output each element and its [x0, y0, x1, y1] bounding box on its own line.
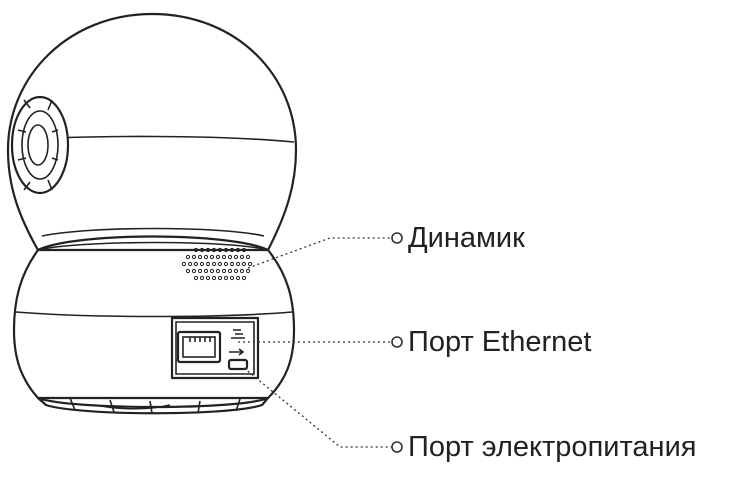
power-port-label: Порт электропитания	[408, 431, 697, 463]
speaker-hole	[185, 254, 191, 260]
speaker-hole	[191, 254, 197, 260]
speaker-grille	[181, 247, 253, 281]
speaker-hole	[217, 247, 223, 253]
speaker-hole	[215, 268, 221, 274]
speaker-hole	[191, 268, 197, 274]
speaker-hole	[211, 247, 217, 253]
speaker-hole	[215, 254, 221, 260]
speaker-hole	[197, 268, 203, 274]
speaker-hole	[199, 261, 205, 267]
speaker-hole	[229, 261, 235, 267]
speaker-label: Динамик	[408, 222, 525, 254]
power-leader	[243, 367, 392, 448]
speaker-hole	[211, 275, 217, 281]
ethernet-callout-marker	[391, 336, 403, 348]
speaker-hole	[245, 254, 251, 260]
speaker-hole	[233, 254, 239, 260]
speaker-hole	[229, 275, 235, 281]
speaker-hole	[205, 247, 211, 253]
speaker-hole	[203, 254, 209, 260]
speaker-hole	[193, 275, 199, 281]
speaker-hole	[227, 254, 233, 260]
speaker-hole	[239, 268, 245, 274]
speaker-hole	[187, 261, 193, 267]
speaker-hole	[209, 254, 215, 260]
speaker-hole	[205, 275, 211, 281]
speaker-hole	[233, 268, 239, 274]
speaker-hole	[239, 254, 245, 260]
speaker-hole	[193, 247, 199, 253]
speaker-hole	[241, 247, 247, 253]
lens	[10, 95, 70, 195]
speaker-hole	[223, 261, 229, 267]
speaker-hole	[197, 254, 203, 260]
ethernet-port	[176, 330, 222, 364]
speaker-hole	[199, 275, 205, 281]
speaker-hole	[247, 261, 253, 267]
power-port	[227, 358, 249, 371]
power-callout-marker	[391, 441, 403, 453]
ethernet-port-label: Порт Ethernet	[408, 326, 592, 358]
usb-icon	[229, 348, 245, 356]
speaker-hole	[185, 268, 191, 274]
speaker-hole	[235, 261, 241, 267]
camera-head	[6, 12, 298, 252]
speaker-hole	[223, 247, 229, 253]
speaker-hole	[241, 261, 247, 267]
speaker-hole	[241, 275, 247, 281]
speaker-hole	[217, 261, 223, 267]
speaker-hole	[217, 275, 223, 281]
speaker-callout-marker	[391, 232, 403, 244]
speaker-hole	[223, 275, 229, 281]
speaker-hole	[245, 268, 251, 274]
speaker-hole	[199, 247, 205, 253]
speaker-hole	[211, 261, 217, 267]
network-icon	[231, 329, 245, 339]
speaker-hole	[221, 254, 227, 260]
speaker-hole	[193, 261, 199, 267]
speaker-hole	[221, 268, 227, 274]
port-panel	[170, 316, 260, 380]
speaker-hole	[235, 247, 241, 253]
speaker-hole	[203, 268, 209, 274]
speaker-hole	[227, 268, 233, 274]
speaker-hole	[205, 261, 211, 267]
speaker-hole	[209, 268, 215, 274]
speaker-hole	[235, 275, 241, 281]
speaker-hole	[181, 261, 187, 267]
speaker-hole	[229, 247, 235, 253]
